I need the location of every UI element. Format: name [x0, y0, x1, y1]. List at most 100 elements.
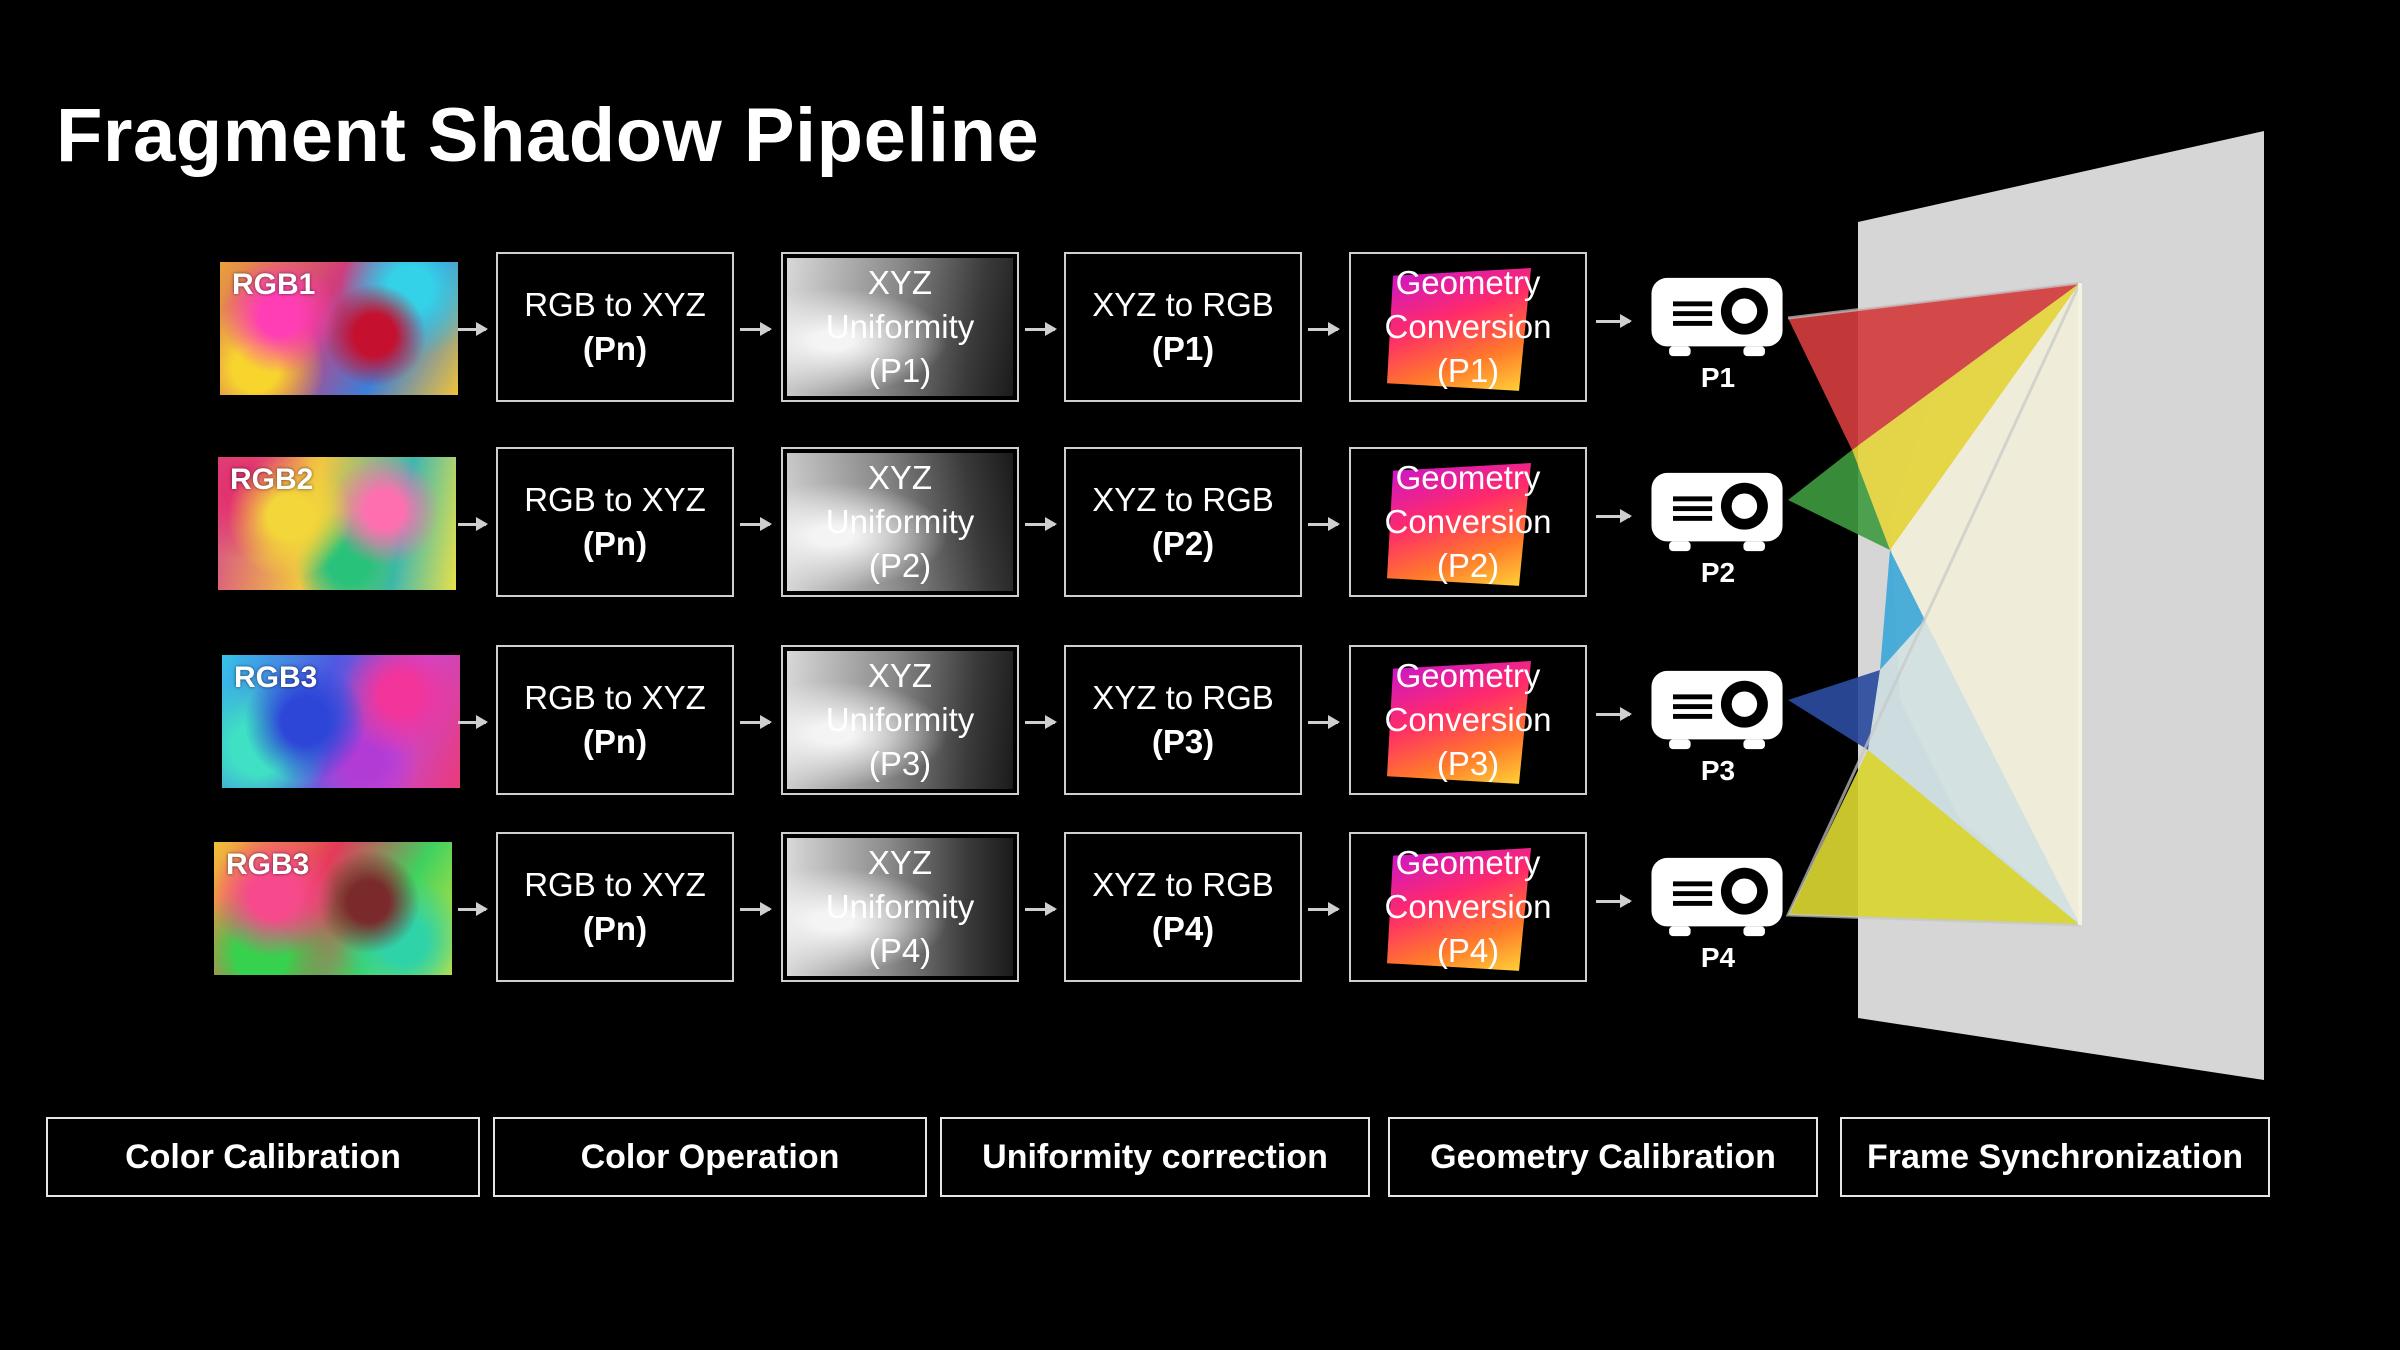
xyz-uniformity-box-line: Uniformity — [825, 888, 975, 925]
beam-outline — [1785, 281, 2083, 927]
flow-arrow — [1596, 314, 1632, 328]
uniformity-map — [787, 453, 1013, 591]
projector-label: P3 — [1700, 755, 1736, 786]
projector-icon — [1651, 857, 1783, 937]
xyz-to-rgb-box-line: (P4) — [1151, 910, 1215, 947]
flow-arrow — [458, 517, 488, 531]
page-title: Fragment Shadow Pipeline — [56, 93, 1040, 178]
geometry-conversion-box-line: Conversion — [1384, 503, 1552, 540]
flow-arrow — [458, 322, 488, 336]
rgb-to-xyz-box-p1: RGB to XYZ (Pn) — [496, 252, 734, 402]
xyz-uniformity-box-line: XYZ — [867, 657, 933, 694]
xyz-uniformity-box-p2: XYZ Uniformity (P2) — [781, 447, 1019, 597]
xyz-to-rgb-box-p2: XYZ to RGB (P2) — [1064, 447, 1302, 597]
flow-arrow — [1308, 715, 1340, 729]
stage-color-calibration: Color Calibration — [46, 1117, 480, 1197]
xyz-uniformity-box-line: XYZ — [867, 264, 933, 301]
projector-label: P1 — [1700, 362, 1736, 393]
flow-arrow — [458, 902, 488, 916]
geometry-conversion-box-line: Conversion — [1384, 888, 1552, 925]
xyz-uniformity-box-line: Uniformity — [825, 503, 975, 540]
rgb-to-xyz-box-p3: RGB to XYZ (Pn) — [496, 645, 734, 795]
geometry-warp-image — [1387, 463, 1531, 586]
flow-arrow — [458, 715, 488, 729]
beam-p4 — [1788, 750, 2080, 925]
input-image-rgb3: RGB3 — [222, 655, 460, 788]
uniformity-map — [787, 838, 1013, 976]
input-image-rgb2: RGB2 — [218, 457, 456, 590]
flow-arrow — [1025, 322, 1057, 336]
geometry-warp-image — [1387, 268, 1531, 391]
xyz-to-rgb-box-line: XYZ to RGB — [1092, 481, 1274, 518]
rgb-to-xyz-box-line: RGB to XYZ — [524, 679, 706, 716]
stage-uniformity-correction: Uniformity correction — [940, 1117, 1370, 1197]
xyz-uniformity-box-line: (P3) — [868, 745, 932, 782]
stage-color-operation: Color Operation — [493, 1117, 927, 1197]
xyz-uniformity-box-p4: XYZ Uniformity (P4) — [781, 832, 1019, 982]
rgb-to-xyz-box-line: (Pn) — [582, 330, 648, 367]
xyz-uniformity-box-line: Uniformity — [825, 701, 975, 738]
flow-arrow — [740, 322, 772, 336]
xyz-to-rgb-box-line: (P3) — [1151, 723, 1215, 760]
beam-p3-light — [1868, 620, 2080, 925]
flow-arrow — [1308, 902, 1340, 916]
flow-arrow — [740, 902, 772, 916]
flow-arrow — [1308, 322, 1340, 336]
xyz-to-rgb-box-p3: XYZ to RGB(P3) — [1064, 645, 1302, 795]
xyz-to-rgb-box-p4: XYZ to RGB (P4) — [1064, 832, 1302, 982]
beam-p2 — [1788, 450, 1890, 550]
rgb-to-xyz-box-line: (Pn) — [582, 723, 648, 760]
stage-frame-synchronization: Frame Synchronization — [1840, 1117, 2270, 1197]
geometry-conversion-box-line: Conversion — [1384, 308, 1552, 345]
rgb-to-xyz-box-line: (Pn) — [582, 525, 648, 562]
xyz-uniformity-box-line: (P1) — [868, 352, 932, 389]
xyz-uniformity-box-line: XYZ — [867, 459, 933, 496]
xyz-to-rgb-box-p1: XYZ to RGB(P1) — [1064, 252, 1302, 402]
xyz-uniformity-box-p3: XYZ Uniformity (P3) — [781, 645, 1019, 795]
projector-label: P4 — [1700, 942, 1736, 973]
rgb-to-xyz-box-line: (Pn) — [582, 910, 648, 947]
beam-p3 — [1788, 670, 1880, 750]
geometry-conversion-box-line: Geometry — [1395, 657, 1541, 694]
flow-arrow — [1596, 894, 1632, 908]
geometry-conversion-box-line: Geometry — [1395, 264, 1541, 301]
input-image-rgb4: RGB3 — [214, 842, 452, 975]
rgb-to-xyz-box-line: RGB to XYZ — [524, 286, 706, 323]
xyz-to-rgb-box-line: (P2) — [1151, 525, 1215, 562]
input-label: RGB3 — [226, 848, 310, 881]
input-label: RGB1 — [232, 268, 316, 301]
geometry-conversion-box-line: (P4) — [1436, 932, 1500, 969]
stage-geometry-calibration: Geometry Calibration — [1388, 1117, 1818, 1197]
projector-icon — [1651, 472, 1783, 552]
xyz-uniformity-box-line: (P2) — [868, 547, 932, 584]
projector-label: P2 — [1700, 557, 1736, 588]
flow-arrow — [1308, 517, 1340, 531]
geometry-conversion-box-line: Geometry — [1395, 844, 1541, 881]
beam-overlap-blue — [1880, 550, 1925, 670]
xyz-to-rgb-box-line: (P1) — [1151, 330, 1215, 367]
beam-p1 — [1788, 283, 2080, 450]
beam-p1-yellow — [1852, 283, 2080, 550]
flow-arrow — [1025, 902, 1057, 916]
xyz-uniformity-box-p1: XYZ Uniformity (P1) — [781, 252, 1019, 402]
geometry-conversion-box-line: (P3) — [1436, 745, 1500, 782]
flow-arrow — [1596, 509, 1632, 523]
rgb-to-xyz-box-p2: RGB to XYZ(Pn) — [496, 447, 734, 597]
xyz-to-rgb-box-line: XYZ to RGB — [1092, 866, 1274, 903]
rgb-to-xyz-box-p4: RGB to XYZ(Pn) — [496, 832, 734, 982]
xyz-uniformity-box-line: XYZ — [867, 844, 933, 881]
geometry-conversion-box-line: Geometry — [1395, 459, 1541, 496]
geometry-conversion-box-line: (P2) — [1436, 547, 1500, 584]
xyz-uniformity-box-line: (P4) — [868, 932, 932, 969]
uniformity-map — [787, 258, 1013, 396]
xyz-uniformity-box-line: Uniformity — [825, 308, 975, 345]
geometry-conversion-box-line: Conversion — [1384, 701, 1552, 738]
input-label: RGB2 — [230, 463, 314, 496]
flow-arrow — [1025, 517, 1057, 531]
projector-icon — [1651, 277, 1783, 357]
